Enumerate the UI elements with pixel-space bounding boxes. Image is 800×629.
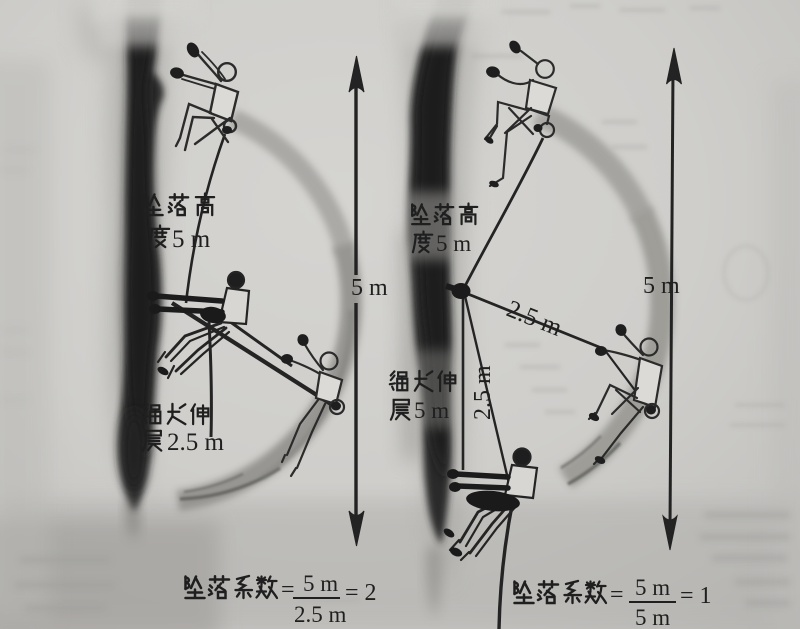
svg-text:5 m: 5 m (351, 275, 388, 301)
svg-text:5 m: 5 m (414, 398, 449, 423)
svg-text:5 m: 5 m (643, 273, 680, 299)
svg-text:5 m: 5 m (436, 231, 471, 256)
svg-text:=: = (610, 582, 624, 608)
svg-text:= 1: = 1 (680, 583, 712, 609)
svg-text:2.5 m: 2.5 m (294, 602, 347, 627)
svg-text:=: = (281, 577, 295, 603)
svg-text:2.5 m: 2.5 m (470, 365, 496, 420)
svg-text:= 2: = 2 (345, 580, 377, 606)
svg-text:5 m: 5 m (303, 571, 338, 596)
svg-text:5 m: 5 m (635, 605, 670, 629)
svg-text:5 m: 5 m (172, 226, 211, 253)
svg-text:2.5 m: 2.5 m (167, 429, 225, 456)
svg-text:5 m: 5 m (635, 575, 670, 600)
